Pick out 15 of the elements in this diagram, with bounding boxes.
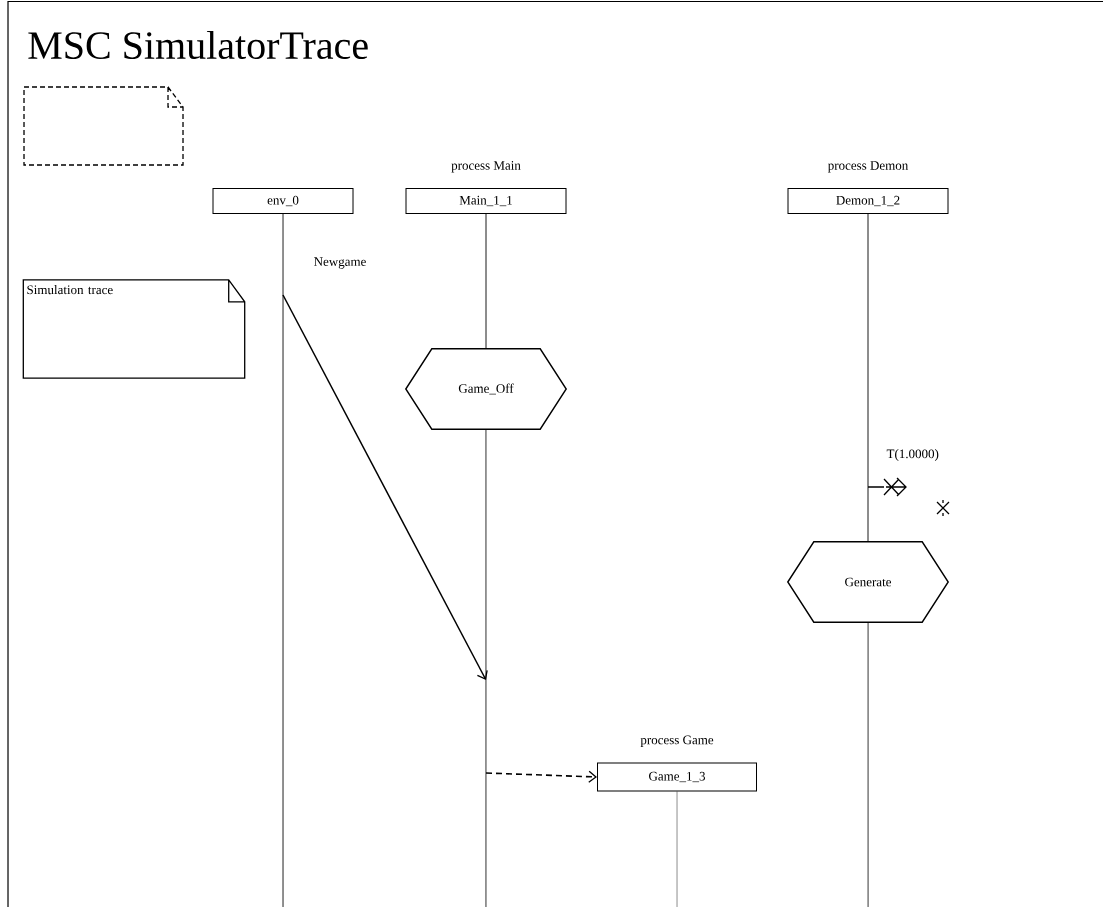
lifeline bbox=[867, 621, 869, 907]
lifeline bbox=[867, 213, 869, 543]
lifeline bbox=[485, 428, 487, 907]
process-label: process Main bbox=[451, 161, 521, 173]
lifeline bbox=[485, 213, 487, 350]
lifeline-head-box: Main_1_1 bbox=[405, 188, 567, 214]
lifeline-head-box: Game_1_3 bbox=[597, 762, 757, 792]
title: MSC SimulatorTrace bbox=[28, 30, 368, 60]
lifeline-head-box: Demon_1_2 bbox=[787, 188, 949, 214]
timer-label: T(1.0000) bbox=[886, 449, 939, 461]
message-arrow bbox=[485, 770, 597, 783]
process-label: process Demon bbox=[827, 161, 909, 173]
comment-note: Simulation trace bbox=[22, 279, 246, 379]
process-label: process Game bbox=[640, 735, 714, 747]
message-arrow bbox=[282, 294, 488, 680]
